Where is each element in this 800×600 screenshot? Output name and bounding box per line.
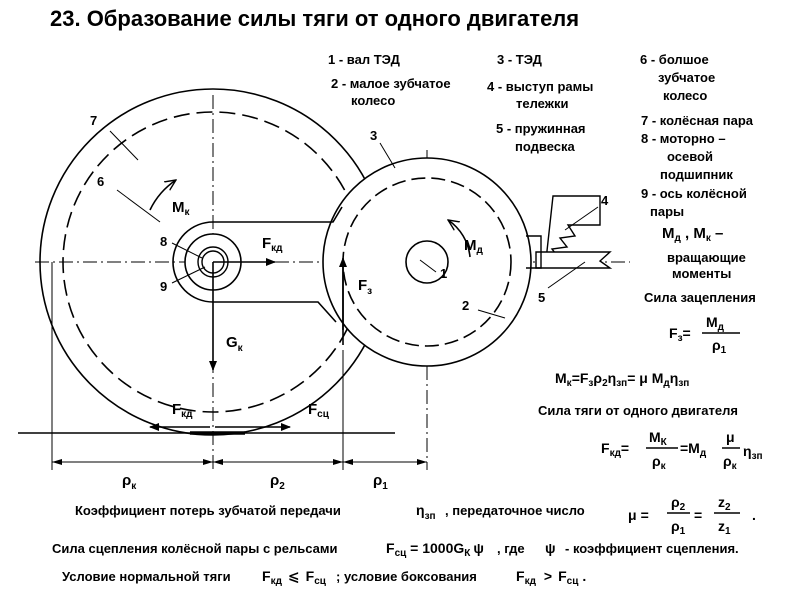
gear-loss-eta: ηзп [416,502,436,522]
label-fkd-axle: Fкд [262,235,283,254]
gear-ratio-mu: μ= [628,507,649,523]
fkd-formula-eta: ηзп [743,443,763,462]
moments-line3: моменты [672,266,731,281]
leader-8 [171,242,203,259]
legend-item-9-cont: пары [650,204,685,219]
fkd-formula-rho: ρк [723,453,738,472]
fkd-formula-lhs: Fкд= [601,440,629,459]
label-gk: Gк [226,334,244,354]
gear-ratio-z1: z1 [718,518,731,537]
traction-one-motor-heading: Сила тяги от одного двигателя [538,403,738,418]
legend-item-1: 1 - вал ТЭД [328,52,400,67]
leader-2 [477,309,506,319]
leader-3 [379,142,396,169]
motor-arm-end [172,221,214,303]
label-8: 8 [160,234,167,249]
legend-item-9: 9 - ось колёсной [641,186,747,201]
leader-5 [547,261,586,289]
engagement-force-heading: Сила зацепления [644,290,756,305]
legend-item-6-cont2: колесо [663,88,708,103]
label-1: 1 [440,266,447,281]
legend-item-6-cont: зубчатое [658,70,716,85]
fkd-formula-den: ρк [652,453,667,472]
legend-item-5: 5 - пружинная [496,121,586,136]
adhesion-where-text: , где [497,541,525,556]
leader-4 [564,206,599,231]
label-7: 7 [90,113,97,128]
gear-ratio-rho1: ρ1 [671,518,686,537]
gear-ratio-text: , передаточное число [445,503,585,518]
label-5: 5 [538,290,545,305]
adhesion-force-text: Сила сцепления колёсной пары с рельсами [52,541,337,556]
label-fkd-rail: Fкд [172,401,193,420]
label-fsc: Fсц [308,401,330,420]
moment-md-arrow [448,220,471,258]
label-2: 2 [462,298,469,313]
gear-ratio-z2: z2 [718,494,731,513]
leader-7 [109,130,139,161]
fkd-formula-mu: μ [726,429,735,445]
gear-ratio-dot: . [752,507,756,523]
leader-6 [116,189,161,223]
legend-item-8-cont: осевой [667,149,713,164]
label-4: 4 [601,193,609,208]
fz-formula-lhs: Fз= [669,325,691,344]
legend-item-8: 8 - моторно – [641,131,726,146]
slipping-formula: Fкд>Fсц. [516,568,586,587]
moment-mk-arrow [149,180,176,211]
gear-ratio-eq2: = [694,507,702,523]
fz-formula-den: ρ1 [712,337,727,356]
legend-item-5-cont: подвеска [515,139,575,154]
fkd-formula-mid: =Мд [680,440,707,459]
legend-item-2-cont: колесо [351,93,396,108]
legend-item-6: 6 - болшое [640,52,709,67]
legend-item-4-cont: тележки [516,96,569,111]
adhesion-psi: ψ [545,540,556,556]
slide-title: 23. Образование силы тяги от одного двиг… [50,6,580,31]
motor-nose [526,235,542,269]
label-rho-2: ρ2 [270,472,285,492]
mk-formula: Мк=Fзρ2ηзп= μ Мдηзп [555,370,689,389]
label-fz: Fз [358,277,372,297]
bogie-frame-lug [545,195,601,261]
leader-9 [171,266,206,284]
legend-item-3: 3 - ТЭД [497,52,542,67]
legend-item-2: 2 - малое зубчатое [331,76,451,91]
moments-line2: вращающие [667,250,746,265]
legend-item-7: 7 - колёсная пара [641,113,753,128]
label-6: 6 [97,174,104,189]
gear-ratio-rho2: ρ2 [671,494,686,513]
label-rho-k: ρк [122,472,137,492]
label-3: 3 [370,128,377,143]
slipping-condition-text: ; условие боксования [336,569,477,584]
moments-line1: Мд , Мк – [662,225,723,244]
motor-arm-top [213,206,343,223]
normal-traction-text: Условие нормальной тяги [62,569,231,584]
dimension-arrows [52,459,427,465]
motor-shaft [405,240,449,284]
label-rho-1: ρ1 [373,472,388,492]
label-9: 9 [160,279,167,294]
label-md: Мд [464,237,484,256]
fz-formula-num: Мд [706,314,725,333]
legend-item-8-cont2: подшипник [660,167,733,182]
fkd-formula-num: МК [649,429,668,448]
legend-item-4: 4 - выступ рамы [487,79,594,94]
gear-loss-coefficient-text: Коэффициент потерь зубчатой передачи [75,503,341,518]
adhesion-coef-text: - коэффициент сцепления. [565,541,739,556]
spring-suspension [535,251,613,269]
leader-1 [419,259,437,273]
motor-arm-bottom [213,301,337,323]
normal-traction-formula: Fкд⩽Fсц [262,568,327,587]
label-mk: Мк [172,199,191,218]
